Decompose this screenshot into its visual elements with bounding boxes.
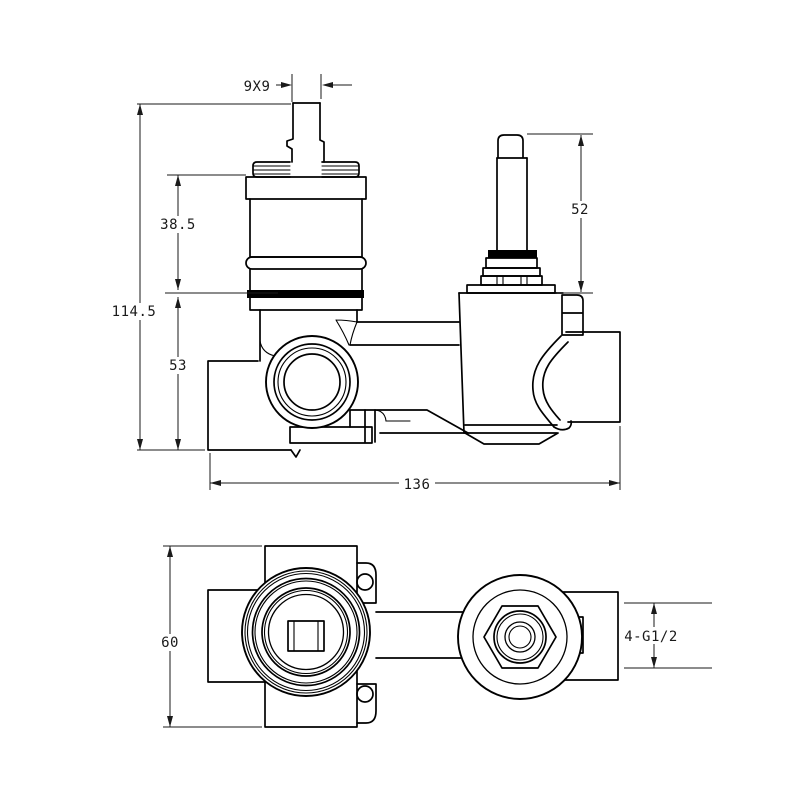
diverter-stem (466, 134, 556, 294)
dim-body-depth-label: 60 (161, 635, 179, 651)
dimension-label-masks (108, 77, 680, 651)
cartridge-seal-band (247, 290, 364, 298)
dimension-overall-height (137, 103, 291, 451)
plan-diverter-port (457, 574, 583, 700)
dim-port-thread-label: 4-G1/2 (624, 629, 678, 645)
drain-point (290, 449, 301, 458)
connecting-pipe (335, 319, 460, 346)
threaded-collar (252, 161, 360, 178)
plan-cartridge-port (241, 567, 371, 697)
mounting-hole-bottom (356, 685, 374, 703)
bottom-plan-view (207, 545, 619, 728)
dim-overall-width-label: 136 (404, 477, 431, 493)
dimension-cartridge-height (165, 174, 278, 294)
diverter-body (458, 292, 584, 445)
cartridge-body (245, 176, 367, 362)
square-drive-socket (287, 620, 325, 652)
dimension-labels: 9X9 114.5 38.5 53 52 136 60 4-G1/2 (112, 79, 678, 651)
dim-diverter-stem-height-label: 52 (571, 202, 589, 218)
dim-overall-height-label: 114.5 (112, 304, 157, 320)
hex-nut (483, 605, 557, 669)
dim-stem-square-label: 9X9 (244, 79, 271, 95)
cartridge-stem (286, 102, 325, 163)
front-elevation-view (207, 102, 621, 458)
mounting-hole-top (356, 573, 374, 591)
dim-lower-body-height-label: 53 (169, 358, 187, 374)
plan-connecting-pipe (375, 611, 471, 659)
front-port-boss (265, 335, 359, 429)
diverter-seal-band (488, 250, 537, 258)
plan-mounting-tabs (356, 562, 377, 724)
dim-cartridge-height-label: 38.5 (160, 217, 196, 233)
left-inlet-block (207, 360, 301, 458)
right-outlet-port (565, 331, 621, 423)
